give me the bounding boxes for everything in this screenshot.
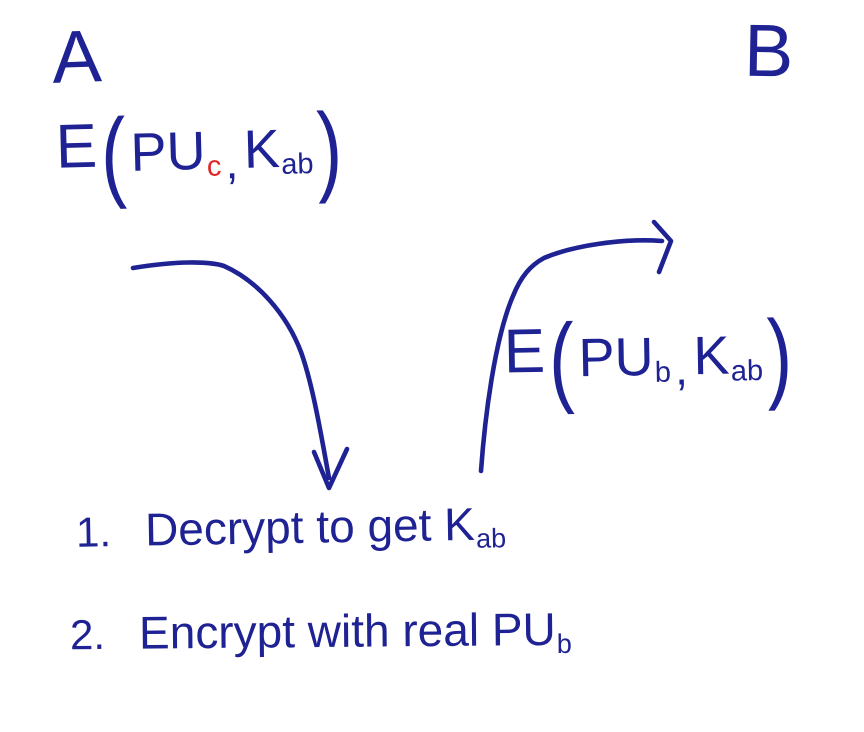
open-paren: ( bbox=[99, 97, 128, 211]
step-number: 2. bbox=[69, 610, 106, 659]
step-row-2: 2. Encrypt with real PU b bbox=[69, 602, 573, 659]
session-key-subscript: ab bbox=[730, 355, 764, 388]
step-text: Encrypt with real PU bbox=[138, 602, 556, 659]
encrypt-function-label: E bbox=[503, 316, 546, 387]
message-from-a-expression: E ( PU c , K ab ) bbox=[54, 92, 348, 211]
encrypt-function-label: E bbox=[54, 111, 98, 182]
session-key-base: K bbox=[242, 118, 281, 180]
public-key-base: PU bbox=[129, 120, 207, 183]
subscript-b: b bbox=[654, 356, 672, 389]
party-a-label: A bbox=[50, 14, 103, 99]
open-paren: ( bbox=[548, 303, 576, 416]
comma-separator: , bbox=[224, 136, 239, 189]
step-text: Decrypt to get K bbox=[144, 497, 476, 556]
close-paren: ) bbox=[765, 299, 793, 412]
session-key-subscript: ab bbox=[280, 148, 314, 181]
step-subscript: ab bbox=[475, 523, 507, 554]
step-number: 1. bbox=[75, 508, 112, 556]
public-key-base: PU bbox=[578, 326, 655, 389]
step-row-1: 1. Decrypt to get K ab bbox=[76, 498, 507, 556]
curved-arrow-down-icon bbox=[130, 260, 350, 491]
session-key-base: K bbox=[692, 325, 731, 387]
close-paren: ) bbox=[315, 92, 344, 205]
fake-subscript-c: c bbox=[206, 150, 222, 183]
message-to-b-expression: E ( PU b , K ab ) bbox=[503, 300, 797, 416]
comma-separator: , bbox=[674, 342, 689, 395]
party-b-label: B bbox=[743, 8, 795, 93]
step-subscript: b bbox=[556, 628, 573, 659]
